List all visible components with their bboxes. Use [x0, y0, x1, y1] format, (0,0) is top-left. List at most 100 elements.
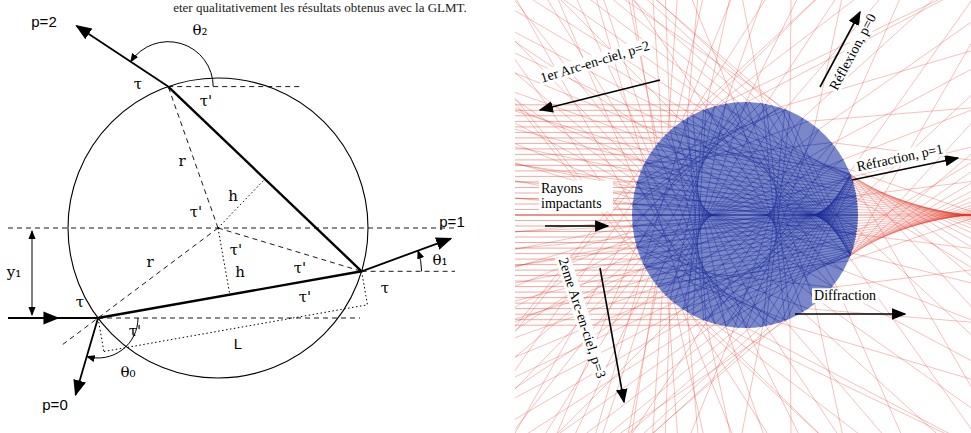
figure-stroke — [32, 42, 422, 358]
ray-line — [515, 0, 786, 110]
ray-line — [852, 4, 971, 251]
ray-line — [747, 328, 971, 433]
ray-line — [633, 105, 772, 202]
ray-line — [515, 321, 707, 433]
ray-line — [515, 220, 632, 221]
ray-line — [766, 0, 971, 104]
ray-line — [746, 0, 971, 102]
ray-line — [515, 0, 683, 120]
ray-line — [515, 0, 635, 188]
ray-line — [515, 215, 632, 216]
figure-stroke — [131, 42, 214, 87]
ray-line — [670, 106, 715, 300]
ray-line — [772, 105, 850, 256]
ray-line — [853, 0, 971, 248]
figure-stroke — [418, 251, 422, 272]
ray-line — [636, 102, 749, 246]
ray-line — [515, 308, 682, 309]
figure-stroke — [168, 87, 218, 228]
ray-line — [515, 115, 691, 116]
ray-line — [515, 215, 632, 216]
ray-line — [687, 110, 704, 312]
ray-line — [515, 0, 665, 135]
figure-stroke — [795, 313, 905, 315]
figure-stroke — [8, 87, 455, 345]
figure-stroke — [218, 179, 265, 228]
ray-line — [674, 303, 804, 433]
ray-line — [515, 292, 662, 293]
figure-stroke — [362, 271, 368, 305]
ray-line — [515, 237, 634, 433]
figure-stroke — [98, 179, 368, 352]
ray-line — [515, 165, 644, 166]
ray-line — [645, 129, 818, 268]
angle-label: τ — [134, 76, 142, 93]
ray-line — [515, 0, 644, 164]
ray-line — [643, 166, 688, 313]
ray-line — [637, 108, 781, 182]
ray-line — [515, 243, 635, 433]
ray-line — [515, 264, 644, 265]
ray-line — [720, 325, 971, 433]
ray-line — [779, 323, 971, 433]
ray-line — [790, 319, 795, 433]
ray-line — [691, 256, 851, 314]
reflection-label: Réflexion, p=0 — [826, 9, 881, 94]
ray-line — [656, 104, 727, 285]
ray-line — [515, 253, 639, 254]
ray-line — [643, 110, 786, 166]
angle-label: τ — [381, 280, 389, 297]
scattering-illustration — [515, 0, 971, 433]
ray-line — [515, 237, 634, 238]
ray-line — [515, 0, 644, 165]
ray-line — [515, 104, 720, 105]
ray-line — [766, 111, 790, 326]
ray-line — [832, 213, 971, 288]
ray-line — [661, 139, 843, 270]
ray-line — [856, 128, 971, 234]
cut-heading-text: eter qualitativement les résultats obten… — [173, 1, 467, 15]
ray-line — [803, 312, 971, 433]
angle-label: θ₁ — [432, 252, 447, 269]
ray-line — [648, 0, 670, 130]
ray-line — [850, 258, 971, 433]
ray-line — [634, 226, 857, 237]
figure-stroke — [56, 317, 98, 319]
angle-label: τ — [76, 294, 84, 311]
order-label: p=1 — [439, 214, 464, 231]
order-label: p=0 — [42, 397, 67, 414]
ray-line — [515, 126, 674, 127]
ray-line — [515, 224, 632, 433]
ray-line — [815, 0, 940, 126]
ray-line — [674, 0, 804, 127]
angle-label: τ' — [230, 242, 242, 259]
ray-bundle — [515, 0, 971, 433]
ray-line — [515, 270, 646, 271]
ray-line — [832, 287, 971, 433]
ray-line — [515, 286, 658, 287]
ray-line — [515, 324, 715, 433]
ray-line — [515, 0, 674, 127]
ray-line — [515, 0, 634, 193]
ray-line — [651, 152, 803, 312]
ray-line — [702, 320, 971, 433]
distance-label: h — [228, 188, 238, 205]
ray-line — [515, 0, 641, 171]
figure-stroke — [8, 228, 455, 229]
length-label: L — [234, 336, 242, 353]
ray-line — [515, 0, 643, 264]
ray-line — [515, 0, 734, 103]
ray-line — [803, 0, 971, 118]
ray-line — [633, 223, 858, 231]
ray-line — [702, 254, 851, 319]
ray-line — [621, 292, 662, 433]
ray-line — [726, 104, 835, 284]
ray-line — [632, 224, 779, 322]
ray-line — [785, 321, 971, 433]
angle-label: τ' — [129, 323, 141, 340]
ray-line — [515, 0, 761, 103]
figure-stroke — [600, 268, 624, 402]
ray-line — [515, 0, 682, 121]
ray-line — [853, 27, 971, 249]
